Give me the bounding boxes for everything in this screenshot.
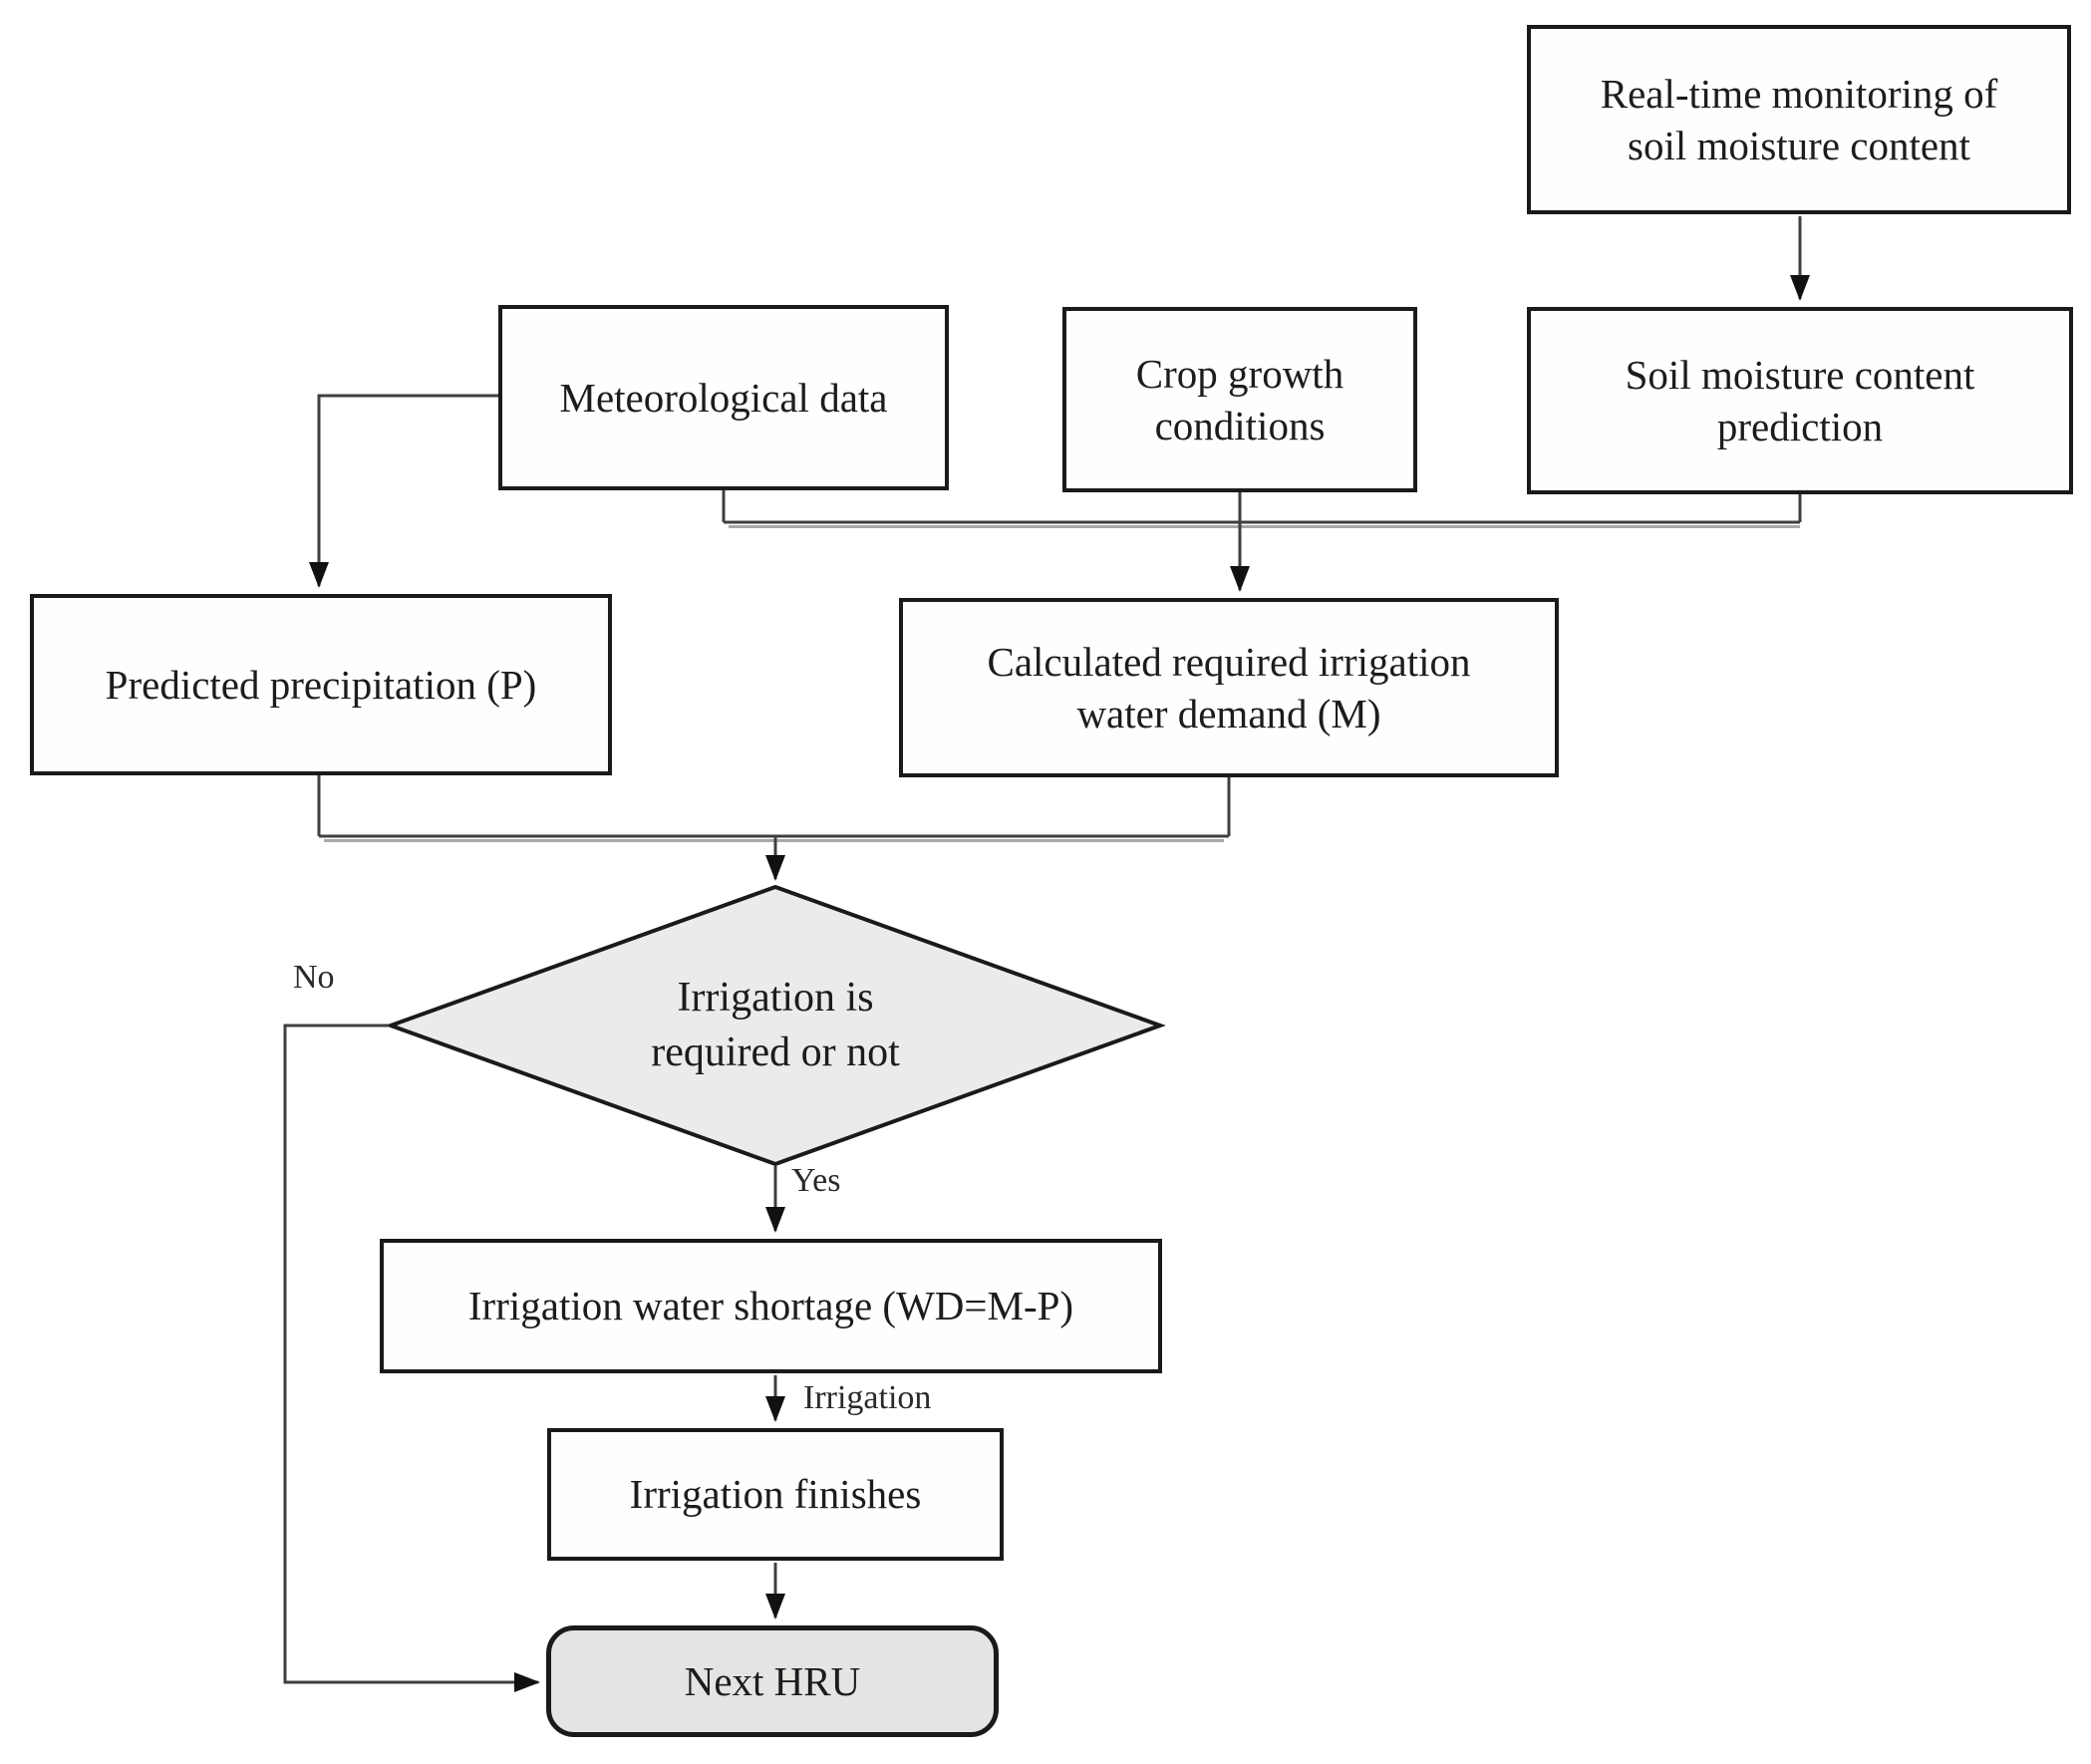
edge-label-irrigation: Irrigation xyxy=(803,1379,932,1416)
node-predicted-precipitation: Predicted precipitation (P) xyxy=(30,594,612,775)
edge-label-no: No xyxy=(293,959,335,996)
node-crop-growth-conditions: Crop growth conditions xyxy=(1062,307,1417,492)
node-water-demand: Calculated required irrigation water dem… xyxy=(899,598,1559,777)
node-irrigation-water-shortage: Irrigation water shortage (WD=M-P) xyxy=(380,1239,1162,1373)
node-irrigation-finishes: Irrigation finishes xyxy=(547,1428,1004,1561)
decision-diamond xyxy=(385,884,1166,1167)
edge-label-yes: Yes xyxy=(791,1162,841,1199)
edge-decision-no xyxy=(283,1024,540,1692)
node-realtime-monitoring: Real-time monitoring of soil moisture co… xyxy=(1527,25,2071,214)
node-meteorological-data: Meteorological data xyxy=(498,305,949,490)
edge-meteo-to-precipitation xyxy=(309,394,498,588)
node-soil-moisture-prediction: Soil moisture content prediction xyxy=(1527,307,2073,494)
node-next-hru: Next HRU xyxy=(546,1625,999,1737)
node-decision-label: Irrigation is required or not xyxy=(651,975,900,1075)
